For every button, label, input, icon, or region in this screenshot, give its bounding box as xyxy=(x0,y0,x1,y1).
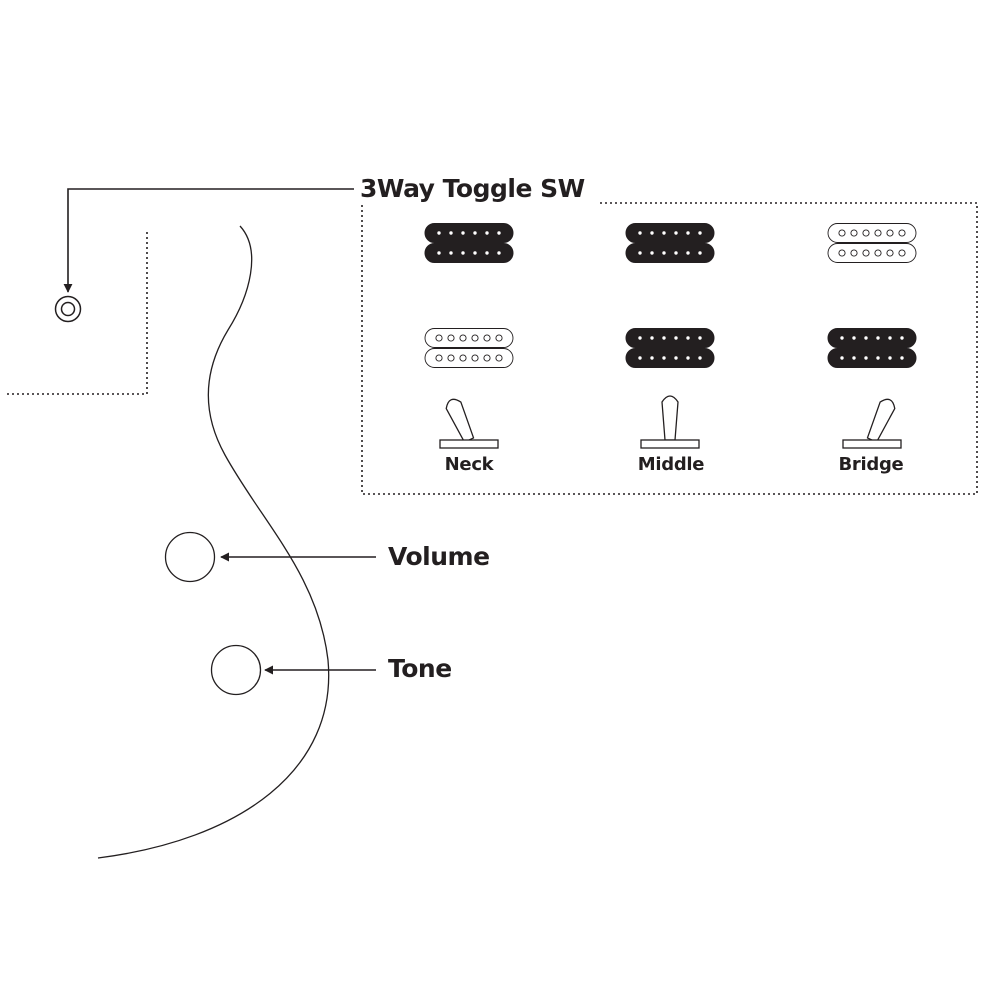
position-label-neck: Neck xyxy=(444,454,494,475)
bridge-pickup-bridge xyxy=(827,328,917,368)
toggle-switch-title: 3Way Toggle SW xyxy=(360,174,585,203)
positions-box xyxy=(361,202,978,495)
neck-pickup-middle xyxy=(625,223,715,263)
pickup-grid xyxy=(424,223,917,368)
neck-pickup-bridge xyxy=(827,223,917,263)
volume-label: Volume xyxy=(388,542,490,571)
volume-knob xyxy=(164,531,216,583)
bridge-pickup-neck xyxy=(424,328,514,368)
bridge-pickup-middle xyxy=(625,328,715,368)
position-label-middle: Middle xyxy=(637,454,705,475)
toggle-leader-line xyxy=(63,188,354,293)
tone-knob xyxy=(210,644,262,696)
neck-pickup-neck xyxy=(424,223,514,263)
switch-lever-bridge xyxy=(842,398,902,449)
switch-lever-neck xyxy=(439,398,499,449)
switch-grid xyxy=(439,395,902,449)
tone-label: Tone xyxy=(388,654,452,683)
control-cavity-outline xyxy=(6,232,148,395)
switch-lever-middle xyxy=(640,395,700,449)
position-label-bridge: Bridge xyxy=(838,454,904,475)
toggle-switch-knob xyxy=(54,295,82,323)
guitar-body-outline xyxy=(97,225,330,859)
